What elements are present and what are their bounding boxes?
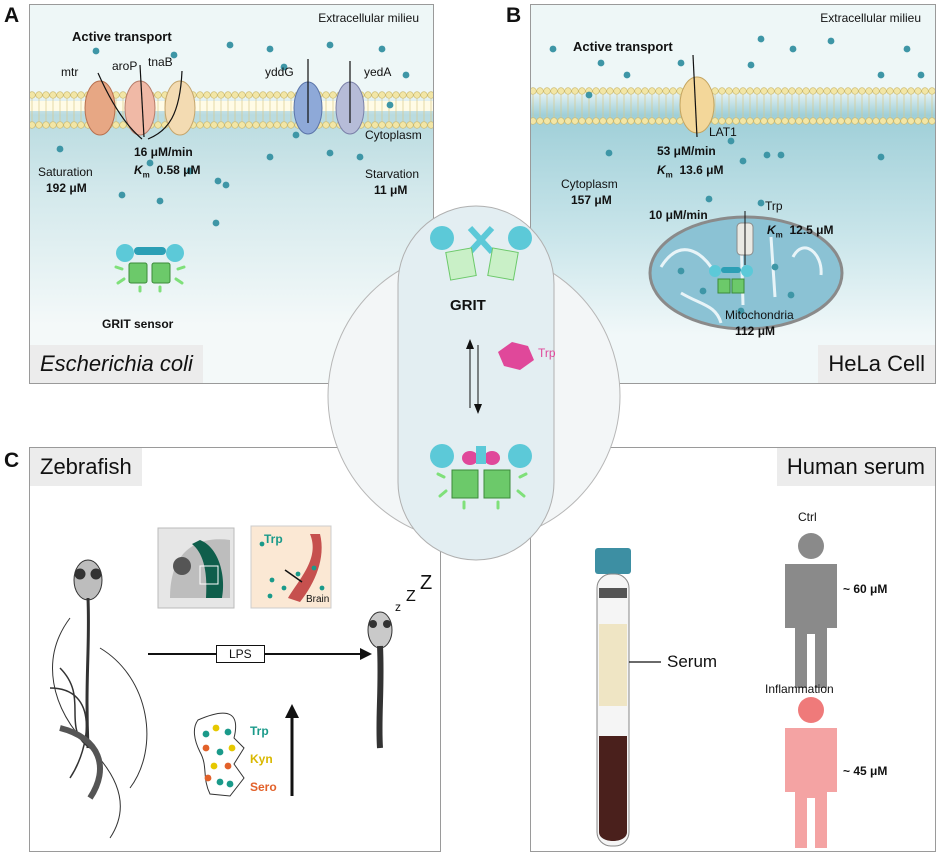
serum-label: Serum [667,652,718,671]
organism-caption: Escherichia coli [30,345,203,383]
starvation-label: Starvation [365,167,420,181]
transport-rate: 16 μM/min [134,145,193,159]
starvation-value: 11 μM [374,183,408,197]
grit-sensor-icon [114,244,186,293]
sleep-z-2: Z [406,588,416,605]
tnab-label: tnaB [148,55,173,69]
legend-kyn: Kyn [250,752,273,766]
km-number: 0.58 μM [156,163,201,177]
cytoplasm-label: Cytoplasm [561,177,618,191]
inflammation-label: Inflammation [765,682,834,696]
extracellular-label: Extracellular milieu [318,11,419,25]
brain-label: Brain [306,594,330,605]
sleep-z-3: Z [420,572,433,594]
yddg-label: yddG [265,65,294,79]
mito-rate: 10 μM/min [649,208,708,222]
arop-label: aroP [112,59,138,73]
center-trp-label: Trp [538,346,556,360]
mitochondrion-icon [648,211,844,331]
lps-label: LPS [216,645,265,663]
zebrafish-title: Zebrafish [30,448,142,486]
active-transport-label: Active transport [72,29,172,44]
brain-inset-icon [157,525,332,609]
zebrafish-healthy-icon [49,559,148,839]
legend-sero: Sero [250,780,277,794]
ctrl-person-icon [785,533,837,688]
sensor-label: GRIT sensor [102,317,174,331]
trp-label: Trp [765,199,783,213]
tag-c: C [4,449,20,472]
trp-molecule-icon [498,342,534,370]
km-number: 13.6 μM [679,163,724,177]
inflammation-value: ~ 45 μM [843,764,888,778]
yeda-label: yedA [364,65,392,79]
mitochondria-label: Mitochondria [725,308,794,322]
cell-caption: HeLa Cell [818,345,935,383]
legend-trp: Trp [250,724,269,738]
mitochondria-value: 112 μM [735,324,776,338]
tag-a: A [4,4,20,27]
mito-km-number: 12.5 μM [789,223,834,237]
panel-d-artwork [595,533,837,848]
tag-d: D [506,449,522,472]
mito-km: Km 12.5 μM [767,223,834,240]
arop-transporter [124,80,156,136]
trp-inset-label: Trp [264,532,283,546]
cytoplasm-value: 157 μM [571,193,612,207]
tnab-transporter [164,80,196,136]
transport-rate: 53 μM/min [657,144,716,158]
panel-a-artwork [30,41,433,293]
km-value: Km 13.6 μM [657,163,724,180]
saturation-label: Saturation [38,165,93,179]
panel-b-artwork [531,35,935,331]
human-serum-title: Human serum [776,448,935,486]
zebrafish-sleeping-icon [367,611,393,749]
extracellular-label: Extracellular milieu [820,11,921,25]
mtr-label: mtr [61,65,79,79]
tag-b: B [506,4,522,27]
panel-b: Extracellular milieu Active transport LA… [530,4,936,384]
panel-a: Extracellular milieu Active transport mt… [29,4,434,384]
panel-d: Human serum Serum Ctrl ~ 60 μM Inflammat… [530,447,936,852]
active-transport-label: Active transport [573,39,673,54]
panel-c: Zebrafish Trp Brain LPS z Z Z Trp Kyn Se… [29,447,441,852]
inflammation-person-icon [785,697,837,848]
sleep-z-1: z [395,600,401,614]
blood-tube-icon [595,548,631,847]
gut-icon [193,712,245,797]
ctrl-value: ~ 60 μM [843,582,888,596]
km-value: Km 0.58 μM [134,163,201,180]
mtr-transporter [84,80,116,136]
grit-label: GRIT [450,297,486,314]
grit-open-icon [430,225,532,281]
lat1-label: LAT1 [709,125,737,139]
cytoplasm-label: Cytoplasm [365,128,422,142]
ctrl-label: Ctrl [798,510,817,524]
saturation-value: 192 μM [46,181,87,195]
